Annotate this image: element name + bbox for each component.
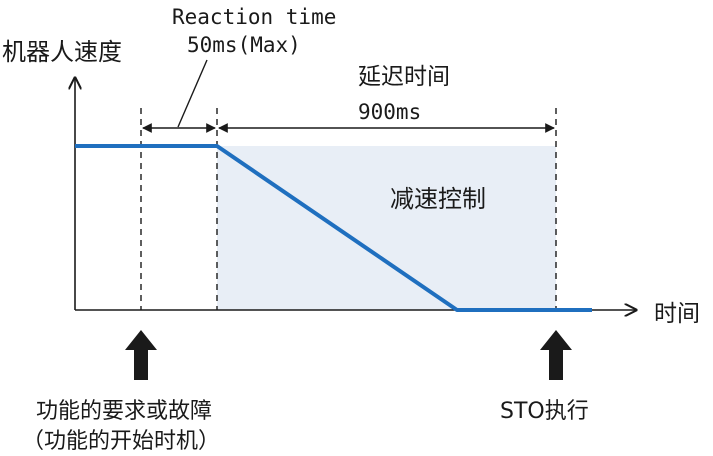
start-up-arrow-icon xyxy=(125,330,157,380)
start-trigger-sublabel: （功能的开始时机） xyxy=(22,429,220,454)
speed-profile-line xyxy=(75,144,592,312)
sto-label: STO执行 xyxy=(500,399,589,424)
reaction-time-value: 50ms(Max) xyxy=(187,33,301,57)
y-axis-label: 机器人速度 xyxy=(2,38,122,66)
delay-time-value: 900ms xyxy=(358,100,421,124)
x-axis-label: 时间 xyxy=(654,301,700,327)
sto-up-arrow-icon xyxy=(540,330,572,380)
delay-time-label: 延迟时间 xyxy=(358,64,450,90)
deceleration-region-label: 减速控制 xyxy=(390,185,486,213)
reaction-leader-line xyxy=(177,59,208,128)
reaction-time-label: Reaction time xyxy=(172,5,336,29)
start-trigger-label: 功能的要求或故障 xyxy=(36,399,212,424)
deceleration-region xyxy=(217,146,556,310)
